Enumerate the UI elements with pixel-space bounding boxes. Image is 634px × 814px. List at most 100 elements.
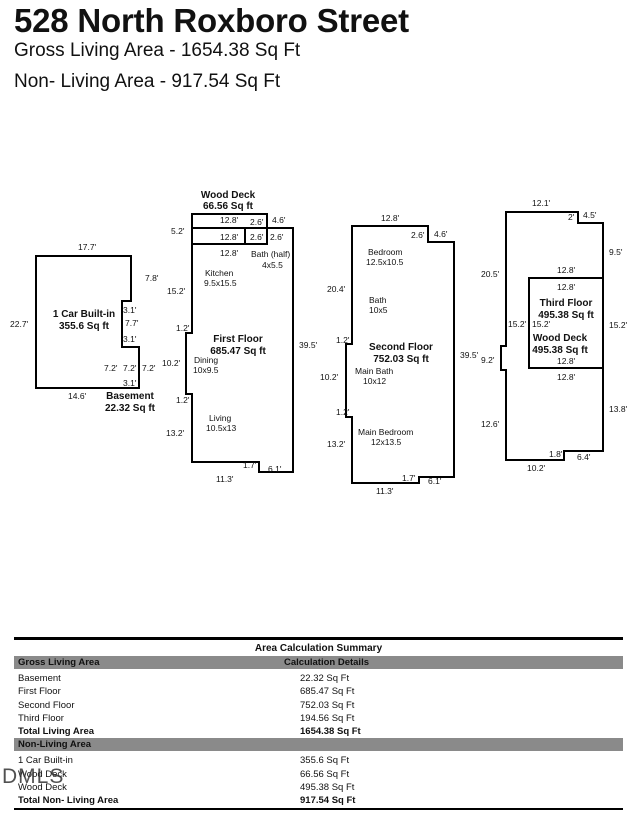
- row-value: 752.03 Sq Ft: [300, 699, 355, 711]
- first-dim-jog1: 1.2': [176, 323, 190, 333]
- page-title: 528 North Roxboro Street: [14, 2, 409, 39]
- gross-living-header: Gross Living Area Calculation Details: [14, 656, 623, 669]
- table-row: Wood Deck 495.38 Sq Ft: [14, 781, 623, 794]
- first-dim-bottom-right: 6.1': [268, 464, 282, 474]
- second-dim-right: 39.5': [460, 350, 479, 360]
- non-living-total-value: 917.54 Sq Ft: [300, 795, 356, 807]
- third-dim-left-lower: 12.6': [481, 419, 500, 429]
- third-floor-plan: 12.1' 2' 4.5' 9.5' 20.5' 12.8' 12.8' 15.…: [481, 198, 628, 473]
- second-room-bath-size: 10x5: [369, 305, 388, 315]
- table-row: Wood Deck 66.56 Sq Ft: [14, 768, 623, 781]
- third-floor-outline: [500, 211, 604, 461]
- first-room-living: Living: [209, 413, 231, 423]
- first-dim-deck-top: 12.8': [220, 215, 239, 225]
- second-room-main-bedroom-size: 12x13.5: [371, 437, 402, 447]
- living-total-value: 1654.38 Sq Ft: [300, 726, 361, 738]
- non-living-header: Non-Living Area: [14, 738, 623, 752]
- first-dim-left-upper: 15.2': [167, 286, 186, 296]
- row-value: 685.47 Sq Ft: [300, 686, 355, 698]
- table-row: 1 Car Built-in 355.6 Sq Ft: [14, 754, 623, 767]
- basement-dim-inner: 7.2': [123, 363, 137, 373]
- third-dim-left-jog: 9.2': [481, 355, 495, 365]
- third-floor-name: Third Floor: [540, 298, 593, 309]
- third-dim-top-step: 2': [568, 212, 575, 222]
- row-label: Wood Deck: [18, 768, 67, 780]
- first-floor-plan: Wood Deck 66.56 Sq ft 12.8' 2.6' 4.6' 5.…: [162, 190, 318, 484]
- second-dim-left-lower: 13.2': [327, 439, 346, 449]
- garage-dim-left: 22.7': [10, 319, 29, 329]
- second-dim-top: 12.8': [381, 213, 400, 223]
- second-dim-top-step: 2.6': [411, 230, 425, 240]
- third-dim-inner-right: 15.2': [609, 320, 628, 330]
- first-room-living-size: 10.5x13: [206, 423, 237, 433]
- first-room-bath: Bath (half): [251, 249, 290, 259]
- third-floor-area: 495.38 Sq ft: [538, 310, 594, 321]
- garage-area: 355.6 Sq ft: [59, 321, 110, 332]
- row-value: 22.32 Sq Ft: [300, 673, 350, 684]
- third-dim-inner-left: 15.2': [508, 319, 527, 329]
- first-dim-deck-inner-right: 2.6': [270, 232, 284, 242]
- second-dim-bottom: 11.3': [376, 486, 394, 496]
- first-dim-deck-right: 4.6': [272, 215, 286, 225]
- table-row: Third Floor 194.56 Sq Ft: [14, 712, 623, 725]
- third-dim-right-upper: 9.5': [609, 247, 623, 257]
- table-row: Basement 22.32 Sq Ft: [14, 672, 623, 685]
- second-room-bedroom-size: 12.5x10.5: [366, 257, 404, 267]
- table-row: First Floor 685.47 Sq Ft: [14, 685, 623, 698]
- third-dim-left-upper: 20.5': [481, 269, 500, 279]
- first-dim-bottom-step: 1.7': [243, 460, 257, 470]
- row-value: 194.56 Sq Ft: [300, 712, 355, 724]
- first-dim-left-lower: 13.2': [166, 428, 185, 438]
- first-room-kitchen: Kitchen: [205, 268, 234, 278]
- area-summary-table: Area Calculation Summary Gross Living Ar…: [14, 637, 623, 810]
- garage-name: 1 Car Built-in: [53, 309, 115, 320]
- second-room-main-bath: Main Bath: [355, 366, 394, 376]
- row-label: Second Floor: [18, 699, 75, 711]
- second-dim-jog2: 1.2': [336, 407, 350, 417]
- living-total-row: Total Living Area 1654.38 Sq Ft: [14, 725, 623, 738]
- second-room-bath: Bath: [369, 295, 387, 305]
- third-dim-inner-left2: 15.2': [532, 319, 551, 329]
- non-living-total-row: Total Non- Living Area 917.54 Sq Ft: [14, 794, 623, 810]
- second-floor-outline: [345, 225, 455, 484]
- second-room-bedroom: Bedroom: [368, 247, 403, 257]
- second-dim-left-upper: 20.4': [327, 284, 346, 294]
- dmls-watermark: DMLS: [2, 765, 65, 788]
- second-dim-left-mid: 10.2': [320, 372, 339, 382]
- third-dim-top-right: 4.5': [583, 210, 597, 220]
- first-dim-deck-left: 5.2': [171, 226, 185, 236]
- first-room-bath-size: 4x5.5: [262, 260, 283, 270]
- second-floor-name: Second Floor: [369, 342, 433, 353]
- second-room-main-bedroom: Main Bedroom: [358, 427, 413, 437]
- first-dim-bottom: 11.3': [216, 474, 234, 484]
- row-value: 66.56 Sq Ft: [300, 768, 350, 780]
- garage-dim-notch-top: 3.1': [123, 305, 137, 315]
- non-living-subtitle: Non- Living Area - 917.54 Sq Ft: [14, 71, 281, 92]
- second-dim-top-right: 4.6': [434, 229, 448, 239]
- second-dim-jog1: 1.2': [336, 335, 350, 345]
- second-dim-bottom-step: 1.7': [402, 473, 416, 483]
- third-deck-name: Wood Deck: [533, 333, 588, 344]
- first-dim-right: 39.5': [299, 340, 318, 350]
- third-dim-inner-top: 12.8': [557, 265, 576, 275]
- first-dim-deck-inner-step: 2.6': [250, 232, 264, 242]
- first-room-dining: Dining: [194, 355, 218, 365]
- garage-dim-top: 17.7': [78, 242, 97, 252]
- table-row: Second Floor 752.03 Sq Ft: [14, 699, 623, 712]
- row-label: 1 Car Built-in: [18, 755, 73, 767]
- garage-dim-right-top: 7.8': [145, 273, 159, 283]
- basement-dim-left: 7.2': [104, 363, 118, 373]
- row-label: Third Floor: [18, 712, 64, 724]
- row-label: Wood Deck: [18, 782, 67, 794]
- third-dim-right-lower: 13.8': [609, 404, 628, 414]
- row-label: Basement: [18, 673, 61, 684]
- third-floor-room-outline: [528, 277, 604, 369]
- non-living-header-label: Non-Living Area: [18, 739, 92, 751]
- garage-dim-notch-bottom: 3.1': [123, 334, 137, 344]
- row-value: 355.6 Sq Ft: [300, 755, 350, 767]
- third-dim-bottom-step: 1.8': [549, 449, 563, 459]
- row-value: 495.38 Sq Ft: [300, 782, 355, 794]
- first-deck-name: Wood Deck: [201, 190, 256, 201]
- first-floor-outline: [185, 227, 294, 473]
- row-label: First Floor: [18, 686, 61, 698]
